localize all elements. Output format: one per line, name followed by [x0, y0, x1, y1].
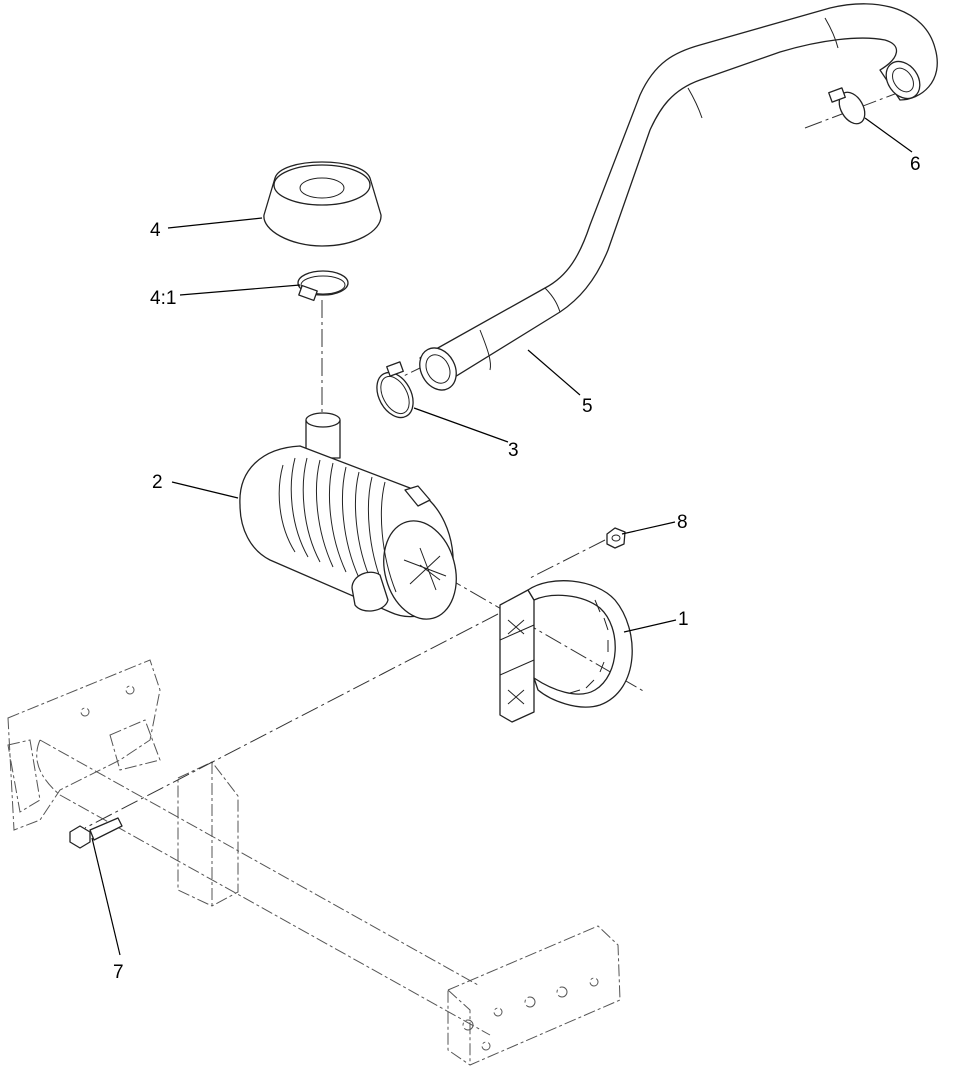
callout-2: 2 [152, 472, 163, 493]
air-cleaner [239, 412, 457, 620]
frame-phantom [7, 659, 621, 1066]
clamp-4-1 [297, 270, 349, 302]
mounting-bracket [499, 580, 633, 723]
callout-5: 5 [582, 396, 593, 417]
hose-clamp-6 [828, 87, 866, 125]
callout-7: 7 [113, 962, 124, 983]
precleaner-cap [263, 161, 382, 247]
leader-lines [91, 117, 913, 956]
callout-3: 3 [508, 440, 519, 461]
nut-8 [606, 527, 626, 549]
callout-1: 1 [678, 609, 689, 630]
clamp-3 [376, 361, 414, 419]
callout-8: 8 [677, 512, 688, 533]
callout-labels: 1 2 3 4 4:1 5 6 7 8 [113, 154, 921, 983]
callout-4: 4 [150, 220, 161, 241]
callout-4-1: 4:1 [150, 288, 176, 309]
bolt-7 [69, 817, 123, 849]
assembly-centerlines [84, 91, 901, 829]
intake-tube [419, 3, 938, 391]
callout-6: 6 [910, 154, 921, 175]
